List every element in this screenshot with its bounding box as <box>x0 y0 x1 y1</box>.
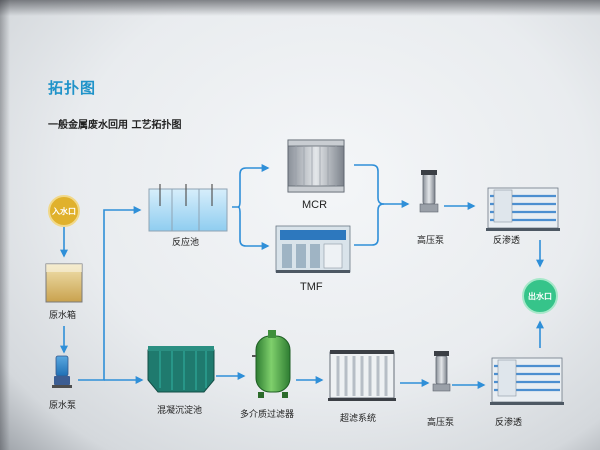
reaction-tank-icon <box>148 184 228 232</box>
hp-pump-top-icon <box>419 170 439 213</box>
arrow-reaction-to-mcr <box>232 164 270 208</box>
reaction-tank-label: 反应池 <box>172 238 200 248</box>
raw-water-pump-icon <box>52 355 72 388</box>
uf-system-label: 超滤系统 <box>340 414 377 424</box>
tmf-label: TMF <box>300 281 323 293</box>
hp-pump-top-label: 高压泵 <box>417 236 445 246</box>
media-filter-label: 多介质过滤器 <box>240 410 295 420</box>
page-subtitle: 一般金属废水回用 工艺拓扑图 <box>48 120 182 131</box>
ro-top-label: 反渗透 <box>493 236 521 246</box>
page-title: 拓扑图 <box>48 79 97 97</box>
mcr-label: MCR <box>302 199 328 211</box>
raw-tank-label: 原水箱 <box>49 311 77 321</box>
tmf-unit-icon <box>275 225 351 273</box>
hp-pump-bottom-label: 高压泵 <box>427 418 455 428</box>
media-filter-icon <box>252 330 291 398</box>
flow-connectors <box>60 164 544 389</box>
hp-pump-bottom-icon <box>432 351 451 392</box>
ro-bottom-label: 反渗透 <box>495 418 523 428</box>
arrow-mcr-to-hp-pump <box>354 164 410 208</box>
raw-pump-label: 原水泵 <box>49 401 77 411</box>
settling-tank-icon <box>147 346 215 393</box>
outlet-node: 出水口 <box>522 278 558 314</box>
ro-bottom-icon <box>490 357 564 405</box>
raw-water-tank-icon <box>45 263 83 303</box>
ro-top-icon <box>486 187 560 231</box>
uf-system-icon <box>328 350 396 401</box>
mcr-module-icon <box>287 139 345 193</box>
arrow-reaction-to-tmf <box>237 206 270 250</box>
settling-tank-label: 混凝沉淀池 <box>157 406 203 416</box>
inlet-node: 入水口 <box>48 195 80 227</box>
arrow-pump-to-reaction-tank <box>78 206 142 381</box>
arrow-tmf-to-hp-pump <box>354 203 385 246</box>
